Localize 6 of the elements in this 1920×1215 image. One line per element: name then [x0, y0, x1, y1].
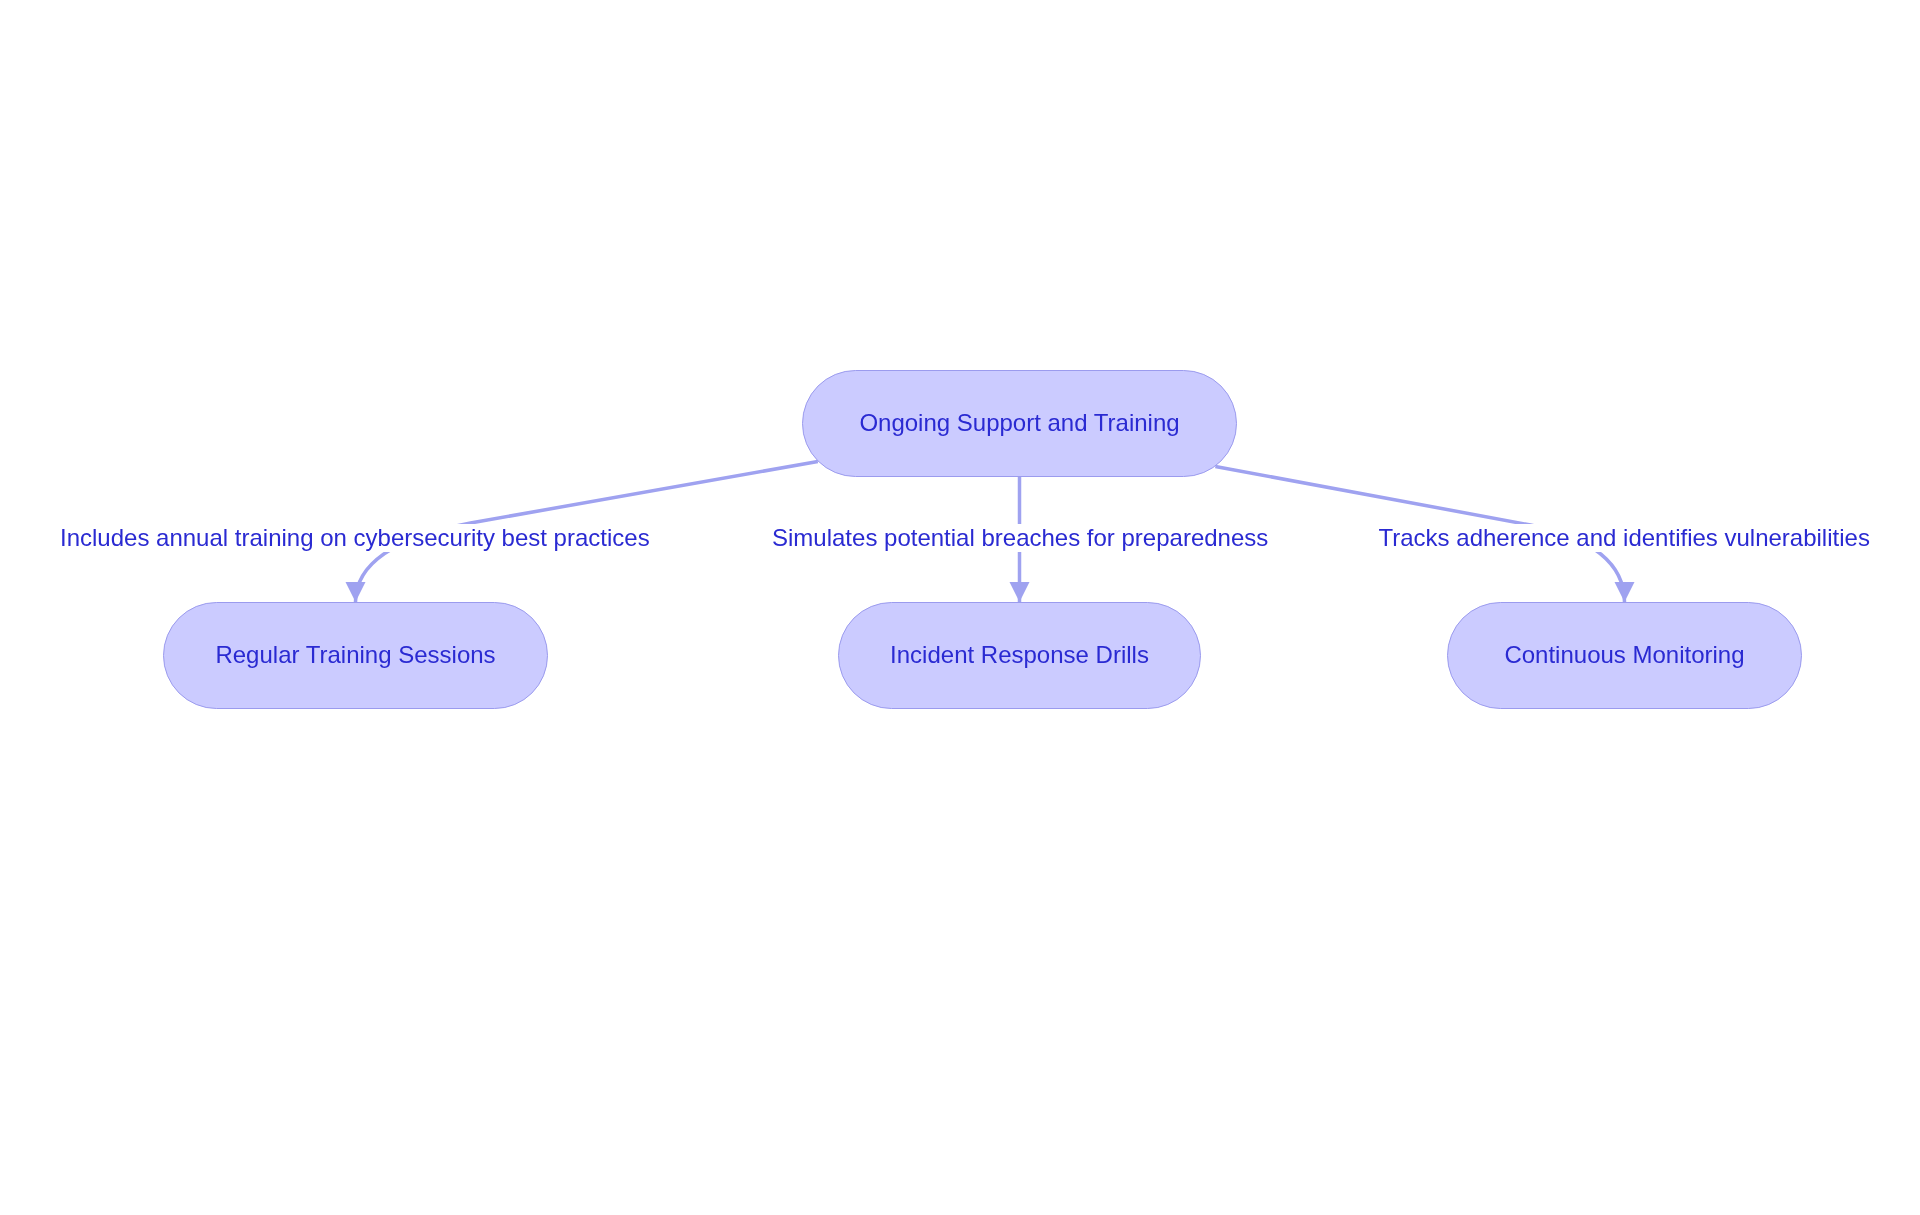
- edge-label: Tracks adherence and identifies vulnerabilities: [1376, 523, 1872, 553]
- node-label: Regular Training Sessions: [215, 641, 496, 670]
- node-label: Incident Response Drills: [890, 641, 1149, 670]
- edge-label: Simulates potential breaches for preparedness: [770, 523, 1271, 553]
- node-label: Ongoing Support and Training: [859, 409, 1180, 438]
- node-label: Continuous Monitoring: [1504, 641, 1745, 670]
